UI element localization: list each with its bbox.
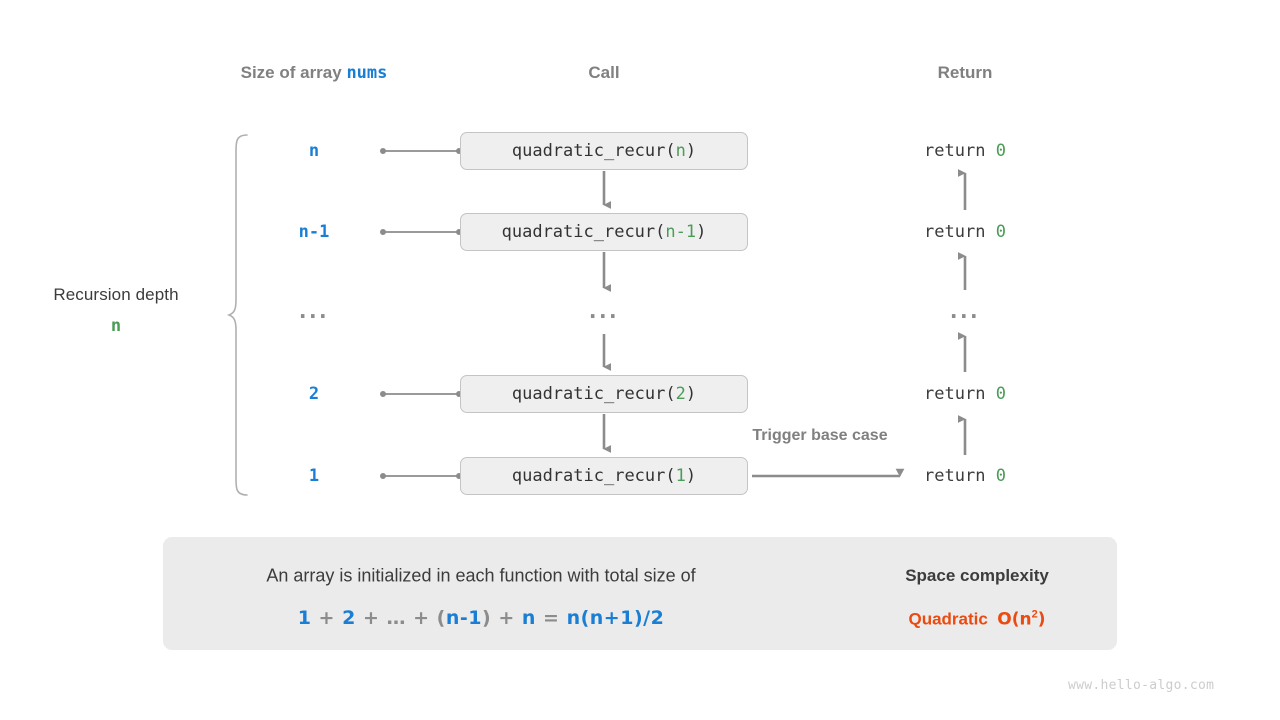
return-label-row-4-prefix: return [924, 384, 996, 404]
connector-dot-right-row-1 [456, 148, 462, 154]
return-label-row-2: return 0 [924, 222, 1006, 242]
connector-dot-left-row-4 [380, 391, 386, 397]
return-label-row-4-value: 0 [995, 384, 1006, 404]
return-label-row-2-value: 0 [995, 222, 1006, 242]
recursion-depth-brace [226, 134, 248, 496]
connector-dot-left-row-5 [380, 473, 386, 479]
recursion-depth-title: Recursion depth [53, 285, 179, 304]
size-value-row-1: n [308, 141, 320, 161]
return-label-row-5-prefix: return [924, 466, 996, 486]
call-box-row-5-close: ) [685, 466, 697, 486]
return-label-row-1-prefix: return [924, 141, 996, 161]
size-value-row-3-ellipsis: ... [298, 299, 330, 323]
space-complexity-exponent: 2 [1031, 608, 1038, 621]
return-label-row-1: return 0 [924, 141, 1006, 161]
call-box-row-4-close: ) [685, 384, 697, 404]
formula-op-3: + [413, 607, 430, 629]
column-header-return: Return [937, 63, 993, 82]
return-row-3-ellipsis: ... [949, 299, 981, 323]
call-box-row-1-close: ) [685, 141, 697, 161]
formula-term-2: 2 [342, 607, 356, 629]
call-box-row-2-arg: n-1 [665, 222, 697, 242]
connector-line-row-5 [382, 475, 460, 477]
formula-term-5: n [521, 607, 536, 629]
call-row-3-ellipsis: ... [588, 299, 620, 323]
size-value-row-4: 2 [308, 384, 320, 404]
formula-op-1: + [318, 607, 335, 629]
return-label-row-5: return 0 [924, 466, 1006, 486]
summary-panel [163, 537, 1117, 650]
formula-term-4: n-1 [445, 607, 483, 629]
call-box-row-1[interactable]: quadratic_recur(n) [460, 132, 748, 170]
return-label-row-2-prefix: return [924, 222, 996, 242]
space-complexity-bigo-close: ) [1037, 609, 1046, 630]
summary-sentence: An array is initialized in each function… [266, 565, 696, 586]
call-box-row-1-name: quadratic_recur( [511, 141, 676, 161]
connector-dot-left-row-2 [380, 229, 386, 235]
formula-paren-close: ) [482, 607, 492, 629]
connector-line-row-2 [382, 231, 460, 233]
call-box-row-1-arg: n [675, 141, 686, 161]
column-header-size-text: Size of array [240, 63, 342, 82]
trigger-base-case-label: Trigger base case [752, 427, 888, 444]
call-box-row-4-arg: 2 [675, 384, 686, 404]
column-header-call: Call [588, 63, 620, 82]
call-box-row-2-close: ) [696, 222, 707, 242]
formula-op-2: + [362, 607, 380, 629]
formula-op-4: + [498, 607, 515, 629]
call-box-row-5-arg: 1 [675, 466, 686, 486]
call-box-row-4[interactable]: quadratic_recur(2) [460, 375, 748, 413]
size-value-row-2: n-1 [298, 222, 330, 242]
formula-ellipsis: … [386, 607, 407, 629]
column-header-size-code: nums [346, 63, 388, 83]
formula-result: n(n+1)/2 [566, 607, 665, 629]
recursion-depth-value: n [110, 316, 122, 336]
call-box-row-4-name: quadratic_recur( [511, 384, 676, 404]
connector-line-row-4 [382, 393, 460, 395]
formula-paren-open: ( [436, 607, 446, 629]
return-label-row-1-value: 0 [995, 141, 1006, 161]
size-value-row-5: 1 [308, 466, 320, 486]
connector-line-row-1 [382, 150, 460, 152]
summary-formula: 1 + 2 + … + (n-1) + n = n(n+1)/2 [298, 607, 665, 629]
space-complexity-title: Space complexity [905, 566, 1049, 585]
formula-term-1: 1 [297, 607, 312, 629]
connector-dot-right-row-4 [456, 391, 462, 397]
column-header-size: Size of array nums [241, 63, 388, 83]
formula-equals: = [543, 607, 560, 629]
watermark: www.hello-algo.com [1068, 678, 1215, 693]
space-complexity-bigo: O(n [997, 609, 1032, 630]
recursion-depth-label: Recursion depth n [53, 285, 178, 336]
call-box-row-5[interactable]: quadratic_recur(1) [460, 457, 748, 495]
space-complexity-value: Quadratic O(n2) [908, 609, 1045, 630]
space-complexity-word: Quadratic [908, 609, 988, 629]
connector-dot-right-row-2 [456, 229, 462, 235]
connector-dot-left-row-1 [380, 148, 386, 154]
call-box-row-2-name: quadratic_recur( [501, 222, 666, 242]
call-box-row-5-name: quadratic_recur( [511, 466, 676, 486]
return-label-row-5-value: 0 [995, 466, 1006, 486]
call-box-row-2[interactable]: quadratic_recur(n-1) [460, 213, 748, 251]
return-label-row-4: return 0 [924, 384, 1006, 404]
connector-dot-right-row-5 [456, 473, 462, 479]
